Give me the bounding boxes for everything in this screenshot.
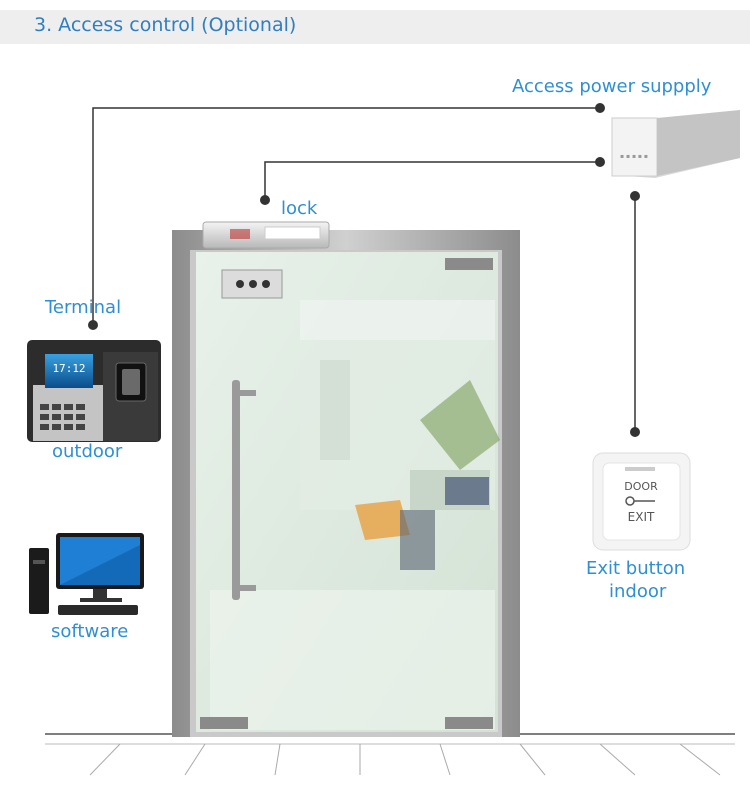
svg-text:▪ ▪ ▪ ▪ ▪: ▪ ▪ ▪ ▪ ▪ bbox=[620, 153, 648, 160]
label-software: software bbox=[51, 621, 129, 642]
label-terminal: Terminal bbox=[45, 297, 122, 318]
computer bbox=[29, 533, 144, 615]
terminal-clock-right: 12 bbox=[72, 362, 85, 375]
wiring bbox=[92, 107, 636, 432]
fingerprint-terminal: 17:12 bbox=[27, 340, 161, 442]
svg-text:17:12: 17:12 bbox=[52, 362, 85, 375]
power-supply-box: ▪ ▪ ▪ ▪ ▪ bbox=[611, 110, 740, 178]
label-exit-button: Exit button bbox=[586, 558, 686, 579]
floor-tiles bbox=[45, 733, 735, 776]
exit-button-exit-text: EXIT bbox=[628, 510, 655, 524]
label-indoor: indoor bbox=[609, 581, 667, 602]
terminal-clock-left: 17 bbox=[52, 362, 65, 375]
section-title: 3. Access control (Optional) bbox=[34, 14, 297, 36]
magnetic-lock bbox=[202, 221, 330, 249]
label-outdoor: outdoor bbox=[52, 441, 123, 462]
label-lock: lock bbox=[281, 198, 318, 219]
wire-endpoints bbox=[88, 103, 640, 437]
exit-button: DOOR EXIT bbox=[592, 452, 691, 551]
section-header: 3. Access control (Optional) bbox=[0, 10, 750, 44]
label-access-power-supply: Access power suppply bbox=[512, 76, 712, 97]
glass-door bbox=[196, 252, 500, 732]
exit-button-door-text: DOOR bbox=[624, 480, 658, 493]
